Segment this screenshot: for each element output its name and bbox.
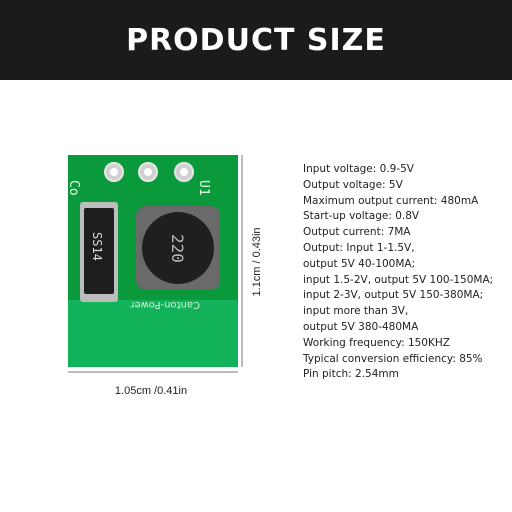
specification-list: Input voltage: 0.9-5V Output voltage: 5V… (303, 162, 508, 383)
spec-item: output 5V 40-100MA; (303, 257, 416, 270)
spec-item: Output: Input 1-1.5V, (303, 241, 415, 254)
spec-item: Output current: 7MA (303, 226, 411, 239)
width-dimension-label: 1.05cm /0.41in (114, 385, 188, 397)
inductor-label: 220 (168, 234, 187, 263)
spec-item: input 1.5-2V, output 5V 100-150MA; (303, 273, 494, 286)
pcb-edge (68, 300, 238, 367)
spec-item: input more than 3V, (303, 305, 409, 318)
pcb-board-image: Co U1 SS14 220 Canton-Power (60, 150, 246, 376)
pin-hole-3 (180, 168, 188, 176)
header-banner: PRODUCT SIZE (0, 0, 512, 80)
banner-title: PRODUCT SIZE (126, 22, 386, 58)
silk-right-text: U1 (196, 180, 211, 196)
spec-item: Output voltage: 5V (303, 178, 403, 191)
silk-left-text: Co (66, 180, 81, 196)
spec-item: Pin pitch: 2.54mm (303, 368, 399, 381)
spec-item: Typical conversion efficiency: 85% (303, 352, 483, 365)
spec-item: Input voltage: 0.9-5V (303, 163, 414, 175)
spec-item: Working frequency: 150KHZ (303, 336, 450, 349)
pin-hole-1 (110, 168, 118, 176)
diode-body (84, 208, 114, 294)
diode-label: SS14 (90, 232, 104, 261)
pcb-board-illustration: Co U1 SS14 220 Canton-Power (66, 155, 243, 373)
spec-item: output 5V 380-480MA (303, 320, 419, 333)
pin-hole-2 (144, 168, 152, 176)
spec-item: Maximum output current: 480mA (303, 194, 479, 207)
height-dimension-label: 1.1cm / 0.43in (251, 227, 263, 297)
spec-item: Start-up voltage: 0.8V (303, 210, 420, 223)
spec-item: input 2-3V, output 5V 150-380MA; (303, 289, 484, 302)
inductor-core (142, 212, 214, 284)
brand-text: Canton-Power (129, 299, 200, 310)
